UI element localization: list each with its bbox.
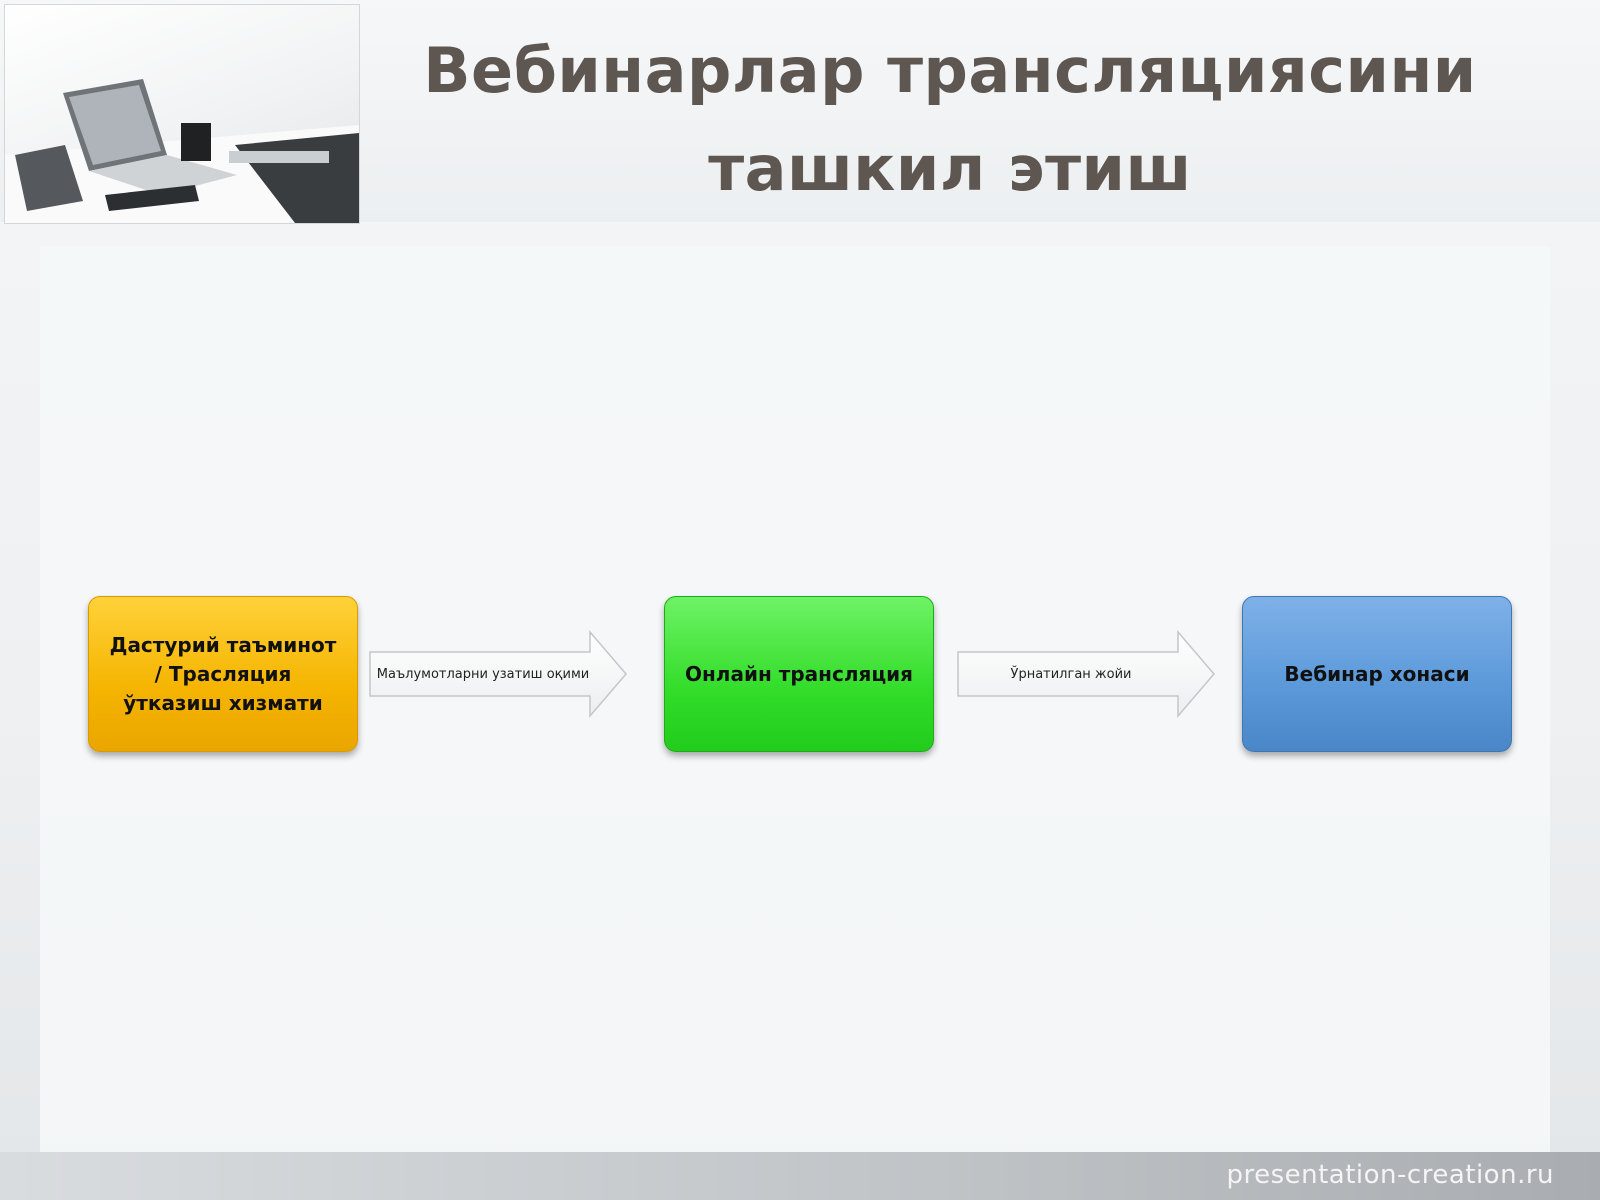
arrow-data-stream: Маълумотларни узатиш оқими [368,630,630,718]
node-webinar-room: Вебинар хонаси [1242,596,1512,752]
node-online-broadcast-label: Онлайн трансляция [684,661,913,686]
footer-strip [0,1152,1600,1200]
page-title: Вебинарлар трансляциясини ташкил этиш [380,22,1520,218]
laptop-desk-illustration [5,79,359,223]
arrow-right-icon [369,630,627,718]
arrow-installed-place-label: Ўрнатилган жойи [1010,666,1132,682]
office-desk-photo [4,4,360,224]
arrow-right-icon [957,630,1215,718]
node-software-service-label: Дастурий таъминот / Трасляция ўтказиш хи… [109,632,337,715]
title-line-1: Вебинарлар трансляциясини [423,34,1477,107]
arrow-installed-place: Ўрнатилган жойи [956,630,1218,718]
node-online-broadcast: Онлайн трансляция [664,596,934,752]
arrow-data-stream-label: Маълумотларни узатиш оқими [376,666,590,682]
node-webinar-room-label: Вебинар хонаси [1284,661,1470,686]
title-line-2: ташкил этиш [708,132,1192,205]
watermark: presentation-creation.ru [1226,1160,1554,1190]
node-software-service: Дастурий таъминот / Трасляция ўтказиш хи… [88,596,358,752]
